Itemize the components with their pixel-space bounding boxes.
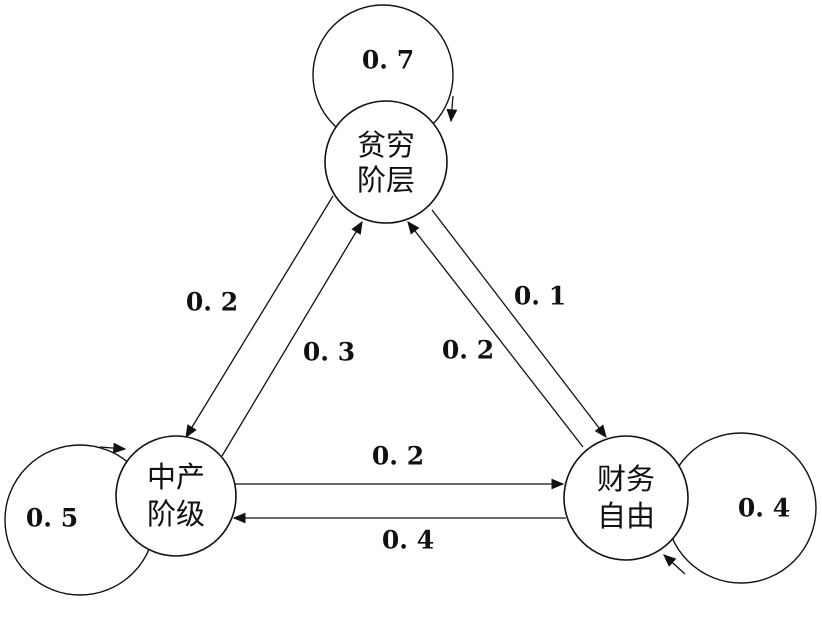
node-middle-label-line2: 阶级 (147, 497, 205, 531)
node-poor-class: 贫穷 阶层 (324, 100, 448, 224)
prob-poor-to-free: 0. 1 (514, 282, 566, 311)
node-middle-class: 中产 阶级 (115, 435, 237, 557)
node-middle-circle (115, 435, 237, 557)
arrow-middle-to-poor (221, 220, 363, 457)
node-middle-label-line1: 中产 (147, 460, 205, 494)
self-loop-arrow-poor (446, 95, 458, 123)
arrow-free-to-poor (407, 220, 584, 448)
self-loop-arrow-free (663, 554, 686, 575)
prob-free-to-poor: 0. 2 (442, 336, 494, 365)
prob-middle-to-free: 0. 2 (372, 442, 424, 471)
prob-middle-to-poor: 0. 3 (303, 338, 355, 367)
arrow-poor-to-middle (185, 195, 334, 439)
self-loop-arrow-middle (99, 442, 127, 454)
node-poor-circle (324, 100, 448, 224)
prob-poor-to-middle: 0. 2 (186, 288, 238, 317)
node-poor-label-line1: 贫穷 (357, 128, 415, 162)
node-free-label-line1: 财务 (597, 462, 655, 496)
node-poor-label-line2: 阶层 (357, 163, 415, 197)
prob-free-to-free: 0. 4 (738, 494, 790, 523)
prob-free-to-middle: 0. 4 (382, 526, 434, 555)
node-financial-freedom: 财务 自由 (563, 435, 689, 561)
node-free-circle (563, 435, 689, 561)
node-free-label-line2: 自由 (597, 499, 655, 533)
arrow-poor-to-free (431, 209, 607, 439)
prob-poor-to-poor: 0. 7 (362, 46, 414, 75)
prob-middle-to-middle: 0. 5 (26, 504, 78, 533)
